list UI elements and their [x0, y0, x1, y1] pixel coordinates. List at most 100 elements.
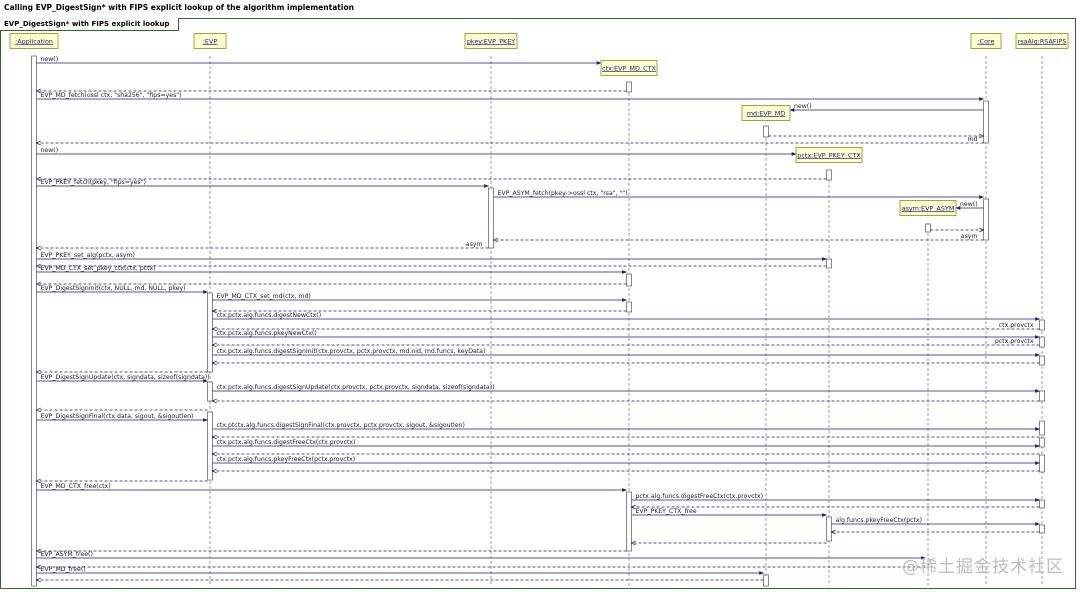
- message-call: pctx.alg.funcs.digestFreeCtx(ctx.provctx…: [631, 493, 1040, 502]
- evp-box: [193, 33, 227, 49]
- core-activation: [983, 198, 989, 241]
- message-label: ctx.pctx.alg.funcs.digestSignUpdate(ctx.…: [217, 384, 495, 391]
- pkey-box: [464, 33, 518, 49]
- rsa-box: [1015, 33, 1069, 49]
- participant-pkey: pkey:EVP_PKEY: [464, 33, 518, 49]
- message-label: new(): [41, 56, 59, 63]
- ctx-box: [600, 60, 658, 76]
- message-call: EVP_MD_CTX_set_md(ctx, md): [212, 293, 627, 302]
- message-label: EVP_MD_CTX_free(ctx): [41, 483, 111, 490]
- message-call: new(): [955, 201, 984, 210]
- message-label: ctx.pctx.alg.funcs.pkeyFreeCtx(pctx.prov…: [217, 456, 356, 463]
- message-return: pctx.provctx: [213, 338, 1040, 345]
- message-call: new(): [36, 147, 797, 156]
- message-return: md: [37, 136, 984, 143]
- message-label: pctx.alg.funcs.digestFreeCtx(ctx.provctx…: [636, 493, 764, 500]
- participant-ctx: ctx:EVP_MD_CTX: [600, 60, 658, 76]
- message-label: EVP_MD_CTX_set_pkey_ctx(ctx, pctx): [41, 265, 156, 272]
- message-label: ctx.pctx.alg.funcs.digestFreeCtx(ctx.pro…: [217, 439, 356, 446]
- watermark: @稀土掘金技术社区: [902, 557, 1064, 577]
- rsa-activation: [1039, 524, 1045, 534]
- message-label: asym: [961, 233, 978, 240]
- message-call: ctx.pctx.alg.funcs.digestSignInit(ctx.pr…: [212, 348, 1040, 357]
- pctx-label: pctx:EVP_PKEY_CTX: [797, 151, 861, 159]
- evp-activation: [207, 292, 213, 373]
- participant-evp: :EVP: [193, 33, 227, 49]
- asym-activation: [925, 223, 931, 233]
- frame-label: EVP_DigestSign* with FIPS explicit looku…: [0, 18, 179, 31]
- rsa-activation: [1039, 437, 1045, 448]
- message-label: EVP_DigestSignInit(ctx, NULL, md, NULL, …: [41, 285, 186, 292]
- core-label: :Core: [978, 37, 995, 45]
- diagram-frame: [0, 18, 1076, 589]
- evp-label: :EVP: [203, 37, 218, 45]
- md-activation: [763, 574, 769, 587]
- asym-label: asym:EVP_ASYM: [902, 204, 955, 212]
- pkey-activation: [488, 187, 494, 249]
- message-label: ctx.pctx.alg.funcs.digestNewCtx(): [217, 312, 322, 319]
- message-label: alg.funcs.pkeyFreeCtx(pctx): [836, 517, 923, 524]
- message-label: ctx.pctx.alg.funcs.digestSignInit(ctx.pr…: [217, 348, 486, 355]
- evp-activation: [207, 411, 213, 481]
- message-call: ctx.pctx.alg.funcs.digestSignUpdate(ctx.…: [212, 384, 1040, 393]
- message-label: new(): [41, 147, 59, 154]
- message-label: EVP_ASYM_free(): [41, 551, 93, 558]
- message-call: EVP_MD_CTX_free(ctx): [36, 483, 627, 492]
- message-label: ctx.ptctx.alg.funcs.digestSignFinal(ctx.…: [217, 422, 465, 429]
- message-label: EVP_PKEY_set_alg(pctx, asym): [41, 252, 135, 259]
- core-activation: [983, 100, 989, 144]
- rsa-activation: [1039, 390, 1045, 402]
- message-label: EVP_PKEY_CTX_free: [636, 508, 697, 515]
- message-call: new(): [36, 56, 602, 65]
- message-call: ctx.pctx.alg.funcs.pkeyFreeCtx(pctx.prov…: [212, 456, 1040, 465]
- message-label: EVP_MD_fetch(ossl ctx, "sha256", "fips=y…: [41, 92, 182, 99]
- rsa-activation: [1039, 454, 1045, 473]
- participant-app: :Application: [9, 33, 59, 49]
- asym-box: [899, 200, 957, 216]
- message-label: EVP_ASYM_fetch(pkey->ossl ctx, "rsa", ""…: [498, 190, 628, 197]
- message-label: new(): [960, 201, 978, 208]
- pctx-activation: [826, 516, 832, 542]
- message-return: asym: [37, 241, 489, 248]
- message-return: asym: [494, 233, 984, 240]
- core-box: [970, 33, 1002, 49]
- app-label: :Application: [15, 37, 53, 45]
- message-label: EVP_PKEY_fetch(pkey, "fips=yes"): [41, 179, 146, 186]
- message-label: EVP_DigestSignFinal(ctx.data, sigout, &s…: [41, 413, 194, 420]
- message-call: ctx.pctx.alg.funcs.digestNewCtx(): [212, 312, 1040, 321]
- rsa-activation: [1039, 336, 1045, 348]
- message-label: EVP_DigestSignUpdate(ctx, signdata, size…: [41, 374, 210, 381]
- message-call: EVP_DigestSignInit(ctx, NULL, md, NULL, …: [36, 285, 208, 294]
- pctx-activation: [826, 169, 832, 181]
- rsa-activation: [1039, 355, 1045, 366]
- message-label: asym: [466, 241, 483, 248]
- message-label: pctx.provctx: [995, 338, 1034, 345]
- participant-asym: asym:EVP_ASYM: [899, 200, 957, 216]
- message-call: EVP_DigestSignFinal(ctx.data, sigout, &s…: [36, 413, 208, 422]
- message-label: new(): [794, 103, 812, 110]
- app-box: [9, 33, 59, 49]
- pctx-box: [795, 147, 863, 163]
- ctx-activation: [626, 301, 632, 313]
- md-label: md:EVP_MD: [747, 109, 785, 117]
- md-activation: [763, 125, 769, 138]
- participant-pctx: pctx:EVP_PKEY_CTX: [795, 147, 863, 163]
- rsa-activation: [1039, 420, 1045, 436]
- app-activation: [31, 55, 37, 587]
- message-call: EVP_MD_free(): [36, 566, 764, 575]
- message-call: alg.funcs.pkeyFreeCtx(pctx): [831, 517, 1040, 526]
- md-box: [741, 105, 791, 121]
- message-call: EVP_PKEY_fetch(pkey, "fips=yes"): [36, 179, 489, 188]
- participant-rsa: rsaAlg:RSAFIPS: [1015, 33, 1069, 49]
- page-title: Calling EVP_DigestSign* with FIPS explic…: [4, 3, 354, 12]
- ctx-activation: [626, 273, 632, 287]
- rsa-activation: [1039, 499, 1045, 509]
- message-call: ctx.ptctx.alg.funcs.digestSignFinal(ctx.…: [212, 422, 1040, 431]
- message-label: EVP_MD_CTX_set_md(ctx, md): [217, 293, 311, 300]
- ctx-activation: [626, 491, 632, 552]
- message-label: md: [968, 136, 978, 143]
- message-call: ctx.pctx.alg.funcs.digestFreeCtx(ctx.pro…: [212, 439, 1040, 448]
- message-label: EVP_MD_free(): [41, 566, 86, 573]
- message-call: EVP_PKEY_CTX_free: [631, 508, 827, 517]
